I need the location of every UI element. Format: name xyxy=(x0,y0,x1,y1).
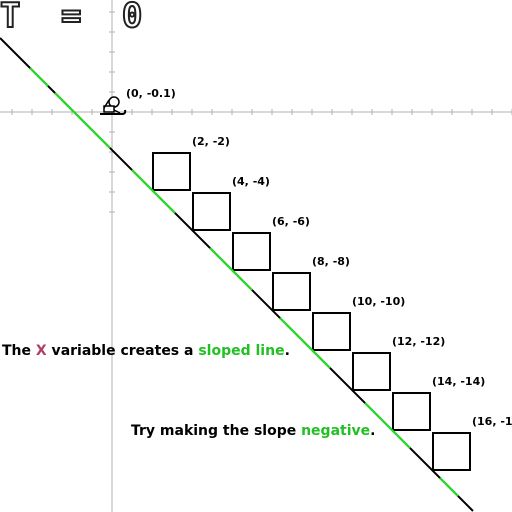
target-boxes: (2, -2) (4, -4) (6, -6) (8, -8) (10, -10) (12… xyxy=(152,135,512,471)
msg2-part1: Try making the slope xyxy=(131,423,302,439)
msg1-part3: . xyxy=(284,343,290,359)
track-segment xyxy=(131,169,176,214)
track-segment xyxy=(279,317,331,369)
target-box xyxy=(272,272,311,311)
target-box xyxy=(432,432,471,471)
target-box xyxy=(392,392,431,431)
box-coordinate-label: (12, -12) xyxy=(392,335,445,348)
time-display: T = 0 xyxy=(0,0,153,37)
msg1-part2: variable creates a xyxy=(46,343,199,359)
track-segment xyxy=(29,67,49,87)
box-coordinate-label: (14, -14) xyxy=(432,375,485,388)
target-box xyxy=(312,312,351,351)
target-box xyxy=(192,192,231,231)
track-segment xyxy=(439,477,459,497)
sloped-line-text: sloped line xyxy=(198,343,285,359)
negative-text: negative xyxy=(301,423,371,439)
box-coordinate-label: (10, -10) xyxy=(352,295,405,308)
box-coordinate-label: (2, -2) xyxy=(192,135,230,148)
sled-rider-icon[interactable] xyxy=(100,96,127,115)
track-segment xyxy=(209,247,253,291)
x-variable-text: X xyxy=(35,343,47,359)
instruction-line-1: The X variable creates a sloped line. xyxy=(2,343,290,359)
instruction-line-2: Try making the slope negative. xyxy=(131,423,375,439)
track-segment xyxy=(54,92,111,149)
target-box xyxy=(152,152,191,191)
rider-coordinate-label: (0, -0.1) xyxy=(126,87,176,100)
box-coordinate-label: (8, -8) xyxy=(312,255,350,268)
box-coordinate-label: (6, -6) xyxy=(272,215,310,228)
msg1-part1: The xyxy=(2,343,36,359)
msg2-part2: . xyxy=(370,423,376,439)
box-coordinate-label: (16, -16) xyxy=(472,415,512,428)
track-segment xyxy=(364,402,411,449)
sloped-track-line xyxy=(0,37,474,512)
target-box xyxy=(352,352,391,391)
target-box xyxy=(232,232,271,271)
box-coordinate-label: (4, -4) xyxy=(232,175,270,188)
